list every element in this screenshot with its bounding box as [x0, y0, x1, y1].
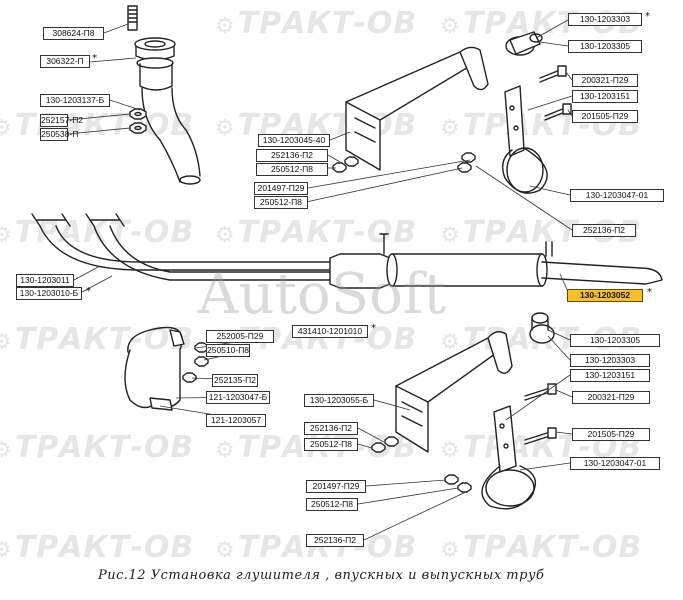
cushion-part — [529, 312, 555, 344]
tractor-icon: ⚙ — [215, 14, 236, 39]
part-label-121-1203047-b[interactable]: 121-1203047-Б — [206, 391, 270, 404]
figure-caption: Рис.12 Установка глушителя , впускных и … — [98, 568, 545, 583]
part-label-252157-p2[interactable]: 252157-П2 — [40, 114, 84, 127]
exhaust-pipe-part — [134, 37, 201, 185]
part-label-200321-p29[interactable]: 200321-П29 — [572, 74, 638, 87]
nut-part — [129, 108, 147, 134]
bolt-part — [539, 65, 572, 121]
part-label-130-1203151[interactable]: 130-1203151 — [572, 90, 638, 103]
tractor-icon: ⚙ — [0, 330, 13, 355]
part-label-130-1203055-b[interactable]: 130-1203055-Б — [304, 394, 374, 407]
part-label-121-1203057[interactable]: 121-1203057 — [206, 414, 266, 427]
part-label-201497-p29[interactable]: 201497-П29 — [254, 182, 308, 195]
part-label-130-1203151[interactable]: 130-1203151 — [570, 369, 650, 382]
nut-part — [332, 152, 476, 173]
asterisk-mark: * — [645, 11, 650, 22]
part-label-306322-p[interactable]: 306322-П — [40, 55, 90, 68]
asterisk-mark: * — [371, 323, 376, 334]
part-label-252136-p2[interactable]: 252136-П2 — [306, 534, 364, 547]
part-label-130-1203303[interactable]: 130-1203303 — [568, 13, 642, 26]
nut-part — [182, 342, 209, 383]
nut-part — [371, 436, 472, 493]
asterisk-mark: * — [86, 286, 91, 297]
part-label-250512-p8[interactable]: 250512-П8 — [256, 163, 328, 176]
tractor-icon: ⚙ — [215, 538, 236, 563]
watermark: ⚙ТРАКТ-ОВ — [215, 215, 418, 250]
part-label-130-1203010-b[interactable]: 130-1203010-Б — [16, 287, 82, 300]
part-label-252136-p2[interactable]: 252136-П2 — [572, 224, 636, 237]
part-label-201505-p29[interactable]: 201505-П29 — [572, 428, 650, 441]
tractor-icon: ⚙ — [0, 438, 13, 463]
autosoft-watermark: AutoSoft — [198, 262, 447, 327]
watermark: ⚙ТРАКТ-ОВ — [440, 530, 643, 565]
part-label-308624-p8[interactable]: 308624-П8 — [43, 27, 104, 40]
tractor-icon: ⚙ — [215, 223, 236, 248]
part-label-130-1203011[interactable]: 130-1203011 — [16, 274, 74, 287]
part-label-130-1203047-01[interactable]: 130-1203047-01 — [570, 457, 660, 470]
part-label-250512-p8[interactable]: 250512-П8 — [304, 438, 358, 451]
part-label-130-1203137-b[interactable]: 130-1203137-Б — [40, 94, 110, 107]
part-label-130-1203305[interactable]: 130-1203305 — [570, 334, 660, 347]
part-label-130-1203052-highlighted[interactable]: 130-1203052 — [567, 289, 643, 302]
tractor-icon: ⚙ — [440, 538, 461, 563]
part-label-252136-p2[interactable]: 252136-П2 — [304, 422, 358, 435]
part-label-130-1203047-01[interactable]: 130-1203047-01 — [570, 189, 664, 202]
part-label-200321-p29[interactable]: 200321-П29 — [572, 391, 650, 404]
asterisk-mark: * — [92, 53, 97, 64]
part-label-250512-p8[interactable]: 250512-П8 — [254, 196, 308, 209]
tractor-icon: ⚙ — [440, 438, 461, 463]
tractor-icon: ⚙ — [0, 116, 13, 141]
part-label-252136-p2[interactable]: 252136-П2 — [256, 149, 328, 162]
part-label-252135-p2[interactable]: 252135-П2 — [212, 374, 258, 387]
clamp-top-part — [502, 85, 548, 194]
cushion-part — [505, 31, 543, 56]
part-label-201497-p29[interactable]: 201497-П29 — [306, 480, 366, 493]
stud-part — [127, 5, 138, 31]
tractor-icon: ⚙ — [215, 438, 236, 463]
part-label-130-1203305[interactable]: 130-1203305 — [568, 40, 642, 53]
tractor-icon: ⚙ — [440, 116, 461, 141]
part-label-250512-p8[interactable]: 250512-П8 — [306, 498, 358, 511]
bolt-part — [524, 383, 557, 445]
part-label-201505-p29[interactable]: 201505-П29 — [572, 110, 638, 123]
clamp-lower-part — [481, 405, 537, 510]
watermark: ⚙ТРАКТ-ОВ — [215, 6, 418, 41]
tractor-icon: ⚙ — [215, 116, 236, 141]
clamp-lower-left-part — [124, 326, 185, 411]
part-label-130-1203303[interactable]: 130-1203303 — [570, 354, 650, 367]
part-label-431410-1201010[interactable]: 431410-1201010 — [292, 325, 368, 338]
tractor-icon: ⚙ — [0, 223, 13, 248]
part-label-252005-p29[interactable]: 252005-П29 — [206, 330, 274, 343]
tractor-icon: ⚙ — [440, 14, 461, 39]
intake-pipes-part — [31, 213, 331, 281]
part-label-250510-p8[interactable]: 250510-П8 — [206, 344, 250, 357]
muffler-part — [329, 233, 663, 289]
bracket-top-part — [345, 46, 489, 171]
watermark: ⚙ТРАКТ-ОВ — [0, 430, 194, 465]
tractor-icon: ⚙ — [440, 330, 461, 355]
bracket-lower-part — [395, 331, 513, 453]
watermark: ⚙ТРАКТ-ОВ — [0, 530, 194, 565]
part-label-130-1203045-40[interactable]: 130-1203045-40 — [258, 134, 330, 147]
asterisk-mark: * — [647, 287, 652, 298]
part-label-250538-p[interactable]: 250538-П — [40, 128, 79, 141]
tractor-icon: ⚙ — [0, 538, 13, 563]
tractor-icon: ⚙ — [440, 223, 461, 248]
